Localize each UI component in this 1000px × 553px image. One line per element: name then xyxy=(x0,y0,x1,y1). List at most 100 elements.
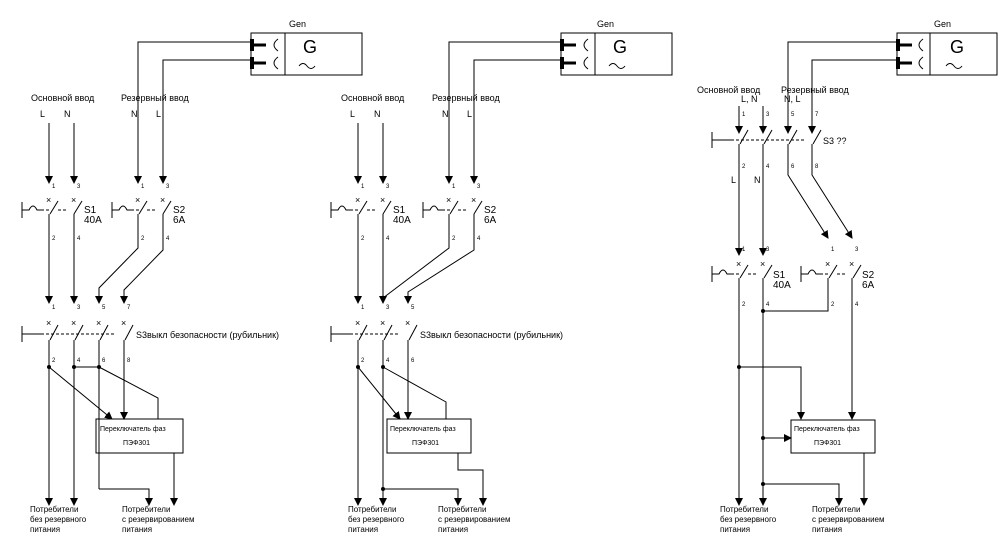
svg-text:S1: S1 xyxy=(773,270,786,281)
svg-text:×: × xyxy=(135,195,140,205)
svg-text:ПЭФ301: ПЭФ301 xyxy=(412,440,439,447)
svg-text:2: 2 xyxy=(52,236,56,242)
svg-text:L: L xyxy=(467,109,472,119)
consumers-a-3: Потребители без резервного питания xyxy=(720,505,777,534)
svg-text:2: 2 xyxy=(52,358,56,364)
svg-text:3: 3 xyxy=(766,112,770,118)
reserve-input-label: Резервный ввод xyxy=(121,93,189,103)
svg-text:6A: 6A xyxy=(173,215,186,226)
svg-text:Потребители: Потребители xyxy=(30,505,78,514)
svg-text:4: 4 xyxy=(386,358,390,364)
svg-text:ПЭФ301: ПЭФ301 xyxy=(123,440,150,447)
svg-text:4: 4 xyxy=(77,358,81,364)
svg-text:L: L xyxy=(731,175,736,185)
svg-text:×: × xyxy=(471,195,476,205)
svg-text:4: 4 xyxy=(477,236,481,242)
svg-text:3: 3 xyxy=(477,184,481,190)
svg-text:7: 7 xyxy=(815,112,819,118)
svg-text:питания: питания xyxy=(348,525,378,534)
svg-text:2: 2 xyxy=(452,236,456,242)
svg-text:×: × xyxy=(355,318,360,328)
svg-text:L: L xyxy=(156,109,161,119)
svg-text:N: N xyxy=(754,175,761,185)
svg-text:S2: S2 xyxy=(484,205,497,216)
svg-text:Переключатель фаз: Переключатель фаз xyxy=(794,426,860,433)
svg-text:1: 1 xyxy=(452,184,456,190)
svg-text:Резервный ввод: Резервный ввод xyxy=(432,93,500,103)
svg-text:6: 6 xyxy=(102,358,106,364)
svg-text:3: 3 xyxy=(77,305,81,311)
generator-3: Gen G xyxy=(896,19,998,76)
svg-text:×: × xyxy=(809,123,814,133)
gen-label: Gen xyxy=(289,19,306,29)
svg-text:S2: S2 xyxy=(173,205,186,216)
breaker-s2-2: 1 3 × × S2 6A 2 4 xyxy=(422,184,497,242)
phase-switch-1: Переключатель фаз ПЭФ301 xyxy=(95,418,184,454)
svg-text:4: 4 xyxy=(386,236,390,242)
svg-text:Переключатель фаз: Переключатель фаз xyxy=(100,426,166,433)
svg-text:×: × xyxy=(46,318,51,328)
consumers-b-3: Потребители с резервированием питания xyxy=(812,505,884,534)
svg-text:3: 3 xyxy=(855,247,859,253)
svg-text:6A: 6A xyxy=(484,215,497,226)
svg-text:с резервированием: с резервированием xyxy=(122,515,194,524)
svg-text:1: 1 xyxy=(52,305,56,311)
svg-text:×: × xyxy=(71,318,76,328)
svg-text:питания: питания xyxy=(122,525,152,534)
phase-switch-2: Переключатель фаз ПЭФ301 xyxy=(386,418,472,454)
svg-text:с резервированием: с резервированием xyxy=(812,515,884,524)
svg-text:2: 2 xyxy=(141,236,145,242)
svg-text:без резервного: без резервного xyxy=(348,515,405,524)
svg-text:×: × xyxy=(760,259,765,269)
svg-text:2: 2 xyxy=(742,302,746,308)
svg-text:40A: 40A xyxy=(773,280,791,291)
svg-text:Потребители: Потребители xyxy=(720,505,768,514)
svg-text:×: × xyxy=(380,195,385,205)
svg-text:×: × xyxy=(849,259,854,269)
svg-text:4: 4 xyxy=(766,302,770,308)
svg-text:G: G xyxy=(950,37,964,57)
svg-text:2: 2 xyxy=(361,236,365,242)
consumers-b-1: Потребители с резервированием питания xyxy=(122,505,194,534)
svg-text:L: L xyxy=(40,109,45,119)
svg-text:×: × xyxy=(760,123,765,133)
diagram-2: Gen G Основной ввод Резервный ввод L N N… xyxy=(330,19,673,534)
svg-text:Gen: Gen xyxy=(934,19,951,29)
svg-text:8: 8 xyxy=(127,358,131,364)
svg-text:S3выкл безопасности (рубильник: S3выкл безопасности (рубильник) xyxy=(420,330,563,340)
svg-text:5: 5 xyxy=(791,112,795,118)
diagram-3: Gen G Основной ввод L, N Резервный ввод … xyxy=(697,19,998,534)
svg-text:1: 1 xyxy=(141,184,145,190)
svg-text:×: × xyxy=(71,195,76,205)
consumers-a-1: Потребители без резервного питания xyxy=(30,505,87,534)
svg-text:1: 1 xyxy=(831,247,835,253)
svg-text:×: × xyxy=(825,259,830,269)
svg-text:1: 1 xyxy=(742,247,746,253)
svg-text:Потребители: Потребители xyxy=(438,505,486,514)
svg-text:6: 6 xyxy=(411,358,415,364)
svg-text:3: 3 xyxy=(77,184,81,190)
svg-text:×: × xyxy=(46,195,51,205)
svg-text:×: × xyxy=(446,195,451,205)
svg-text:×: × xyxy=(736,259,741,269)
svg-text:без резервного: без резервного xyxy=(30,515,87,524)
svg-text:S2: S2 xyxy=(862,270,875,281)
svg-text:S1: S1 xyxy=(84,205,97,216)
svg-text:1: 1 xyxy=(52,184,56,190)
svg-text:40A: 40A xyxy=(393,215,411,226)
svg-text:N: N xyxy=(131,109,138,119)
svg-text:N: N xyxy=(64,109,71,119)
diagram-1: Gen G Основной ввод Резервный ввод L N N… xyxy=(21,19,363,534)
svg-text:2: 2 xyxy=(831,302,835,308)
generator-1: Gen G xyxy=(250,19,363,76)
svg-text:×: × xyxy=(96,318,101,328)
main-input-label: Основной ввод xyxy=(31,93,95,103)
svg-text:Потребители: Потребители xyxy=(348,505,396,514)
svg-text:3: 3 xyxy=(386,184,390,190)
